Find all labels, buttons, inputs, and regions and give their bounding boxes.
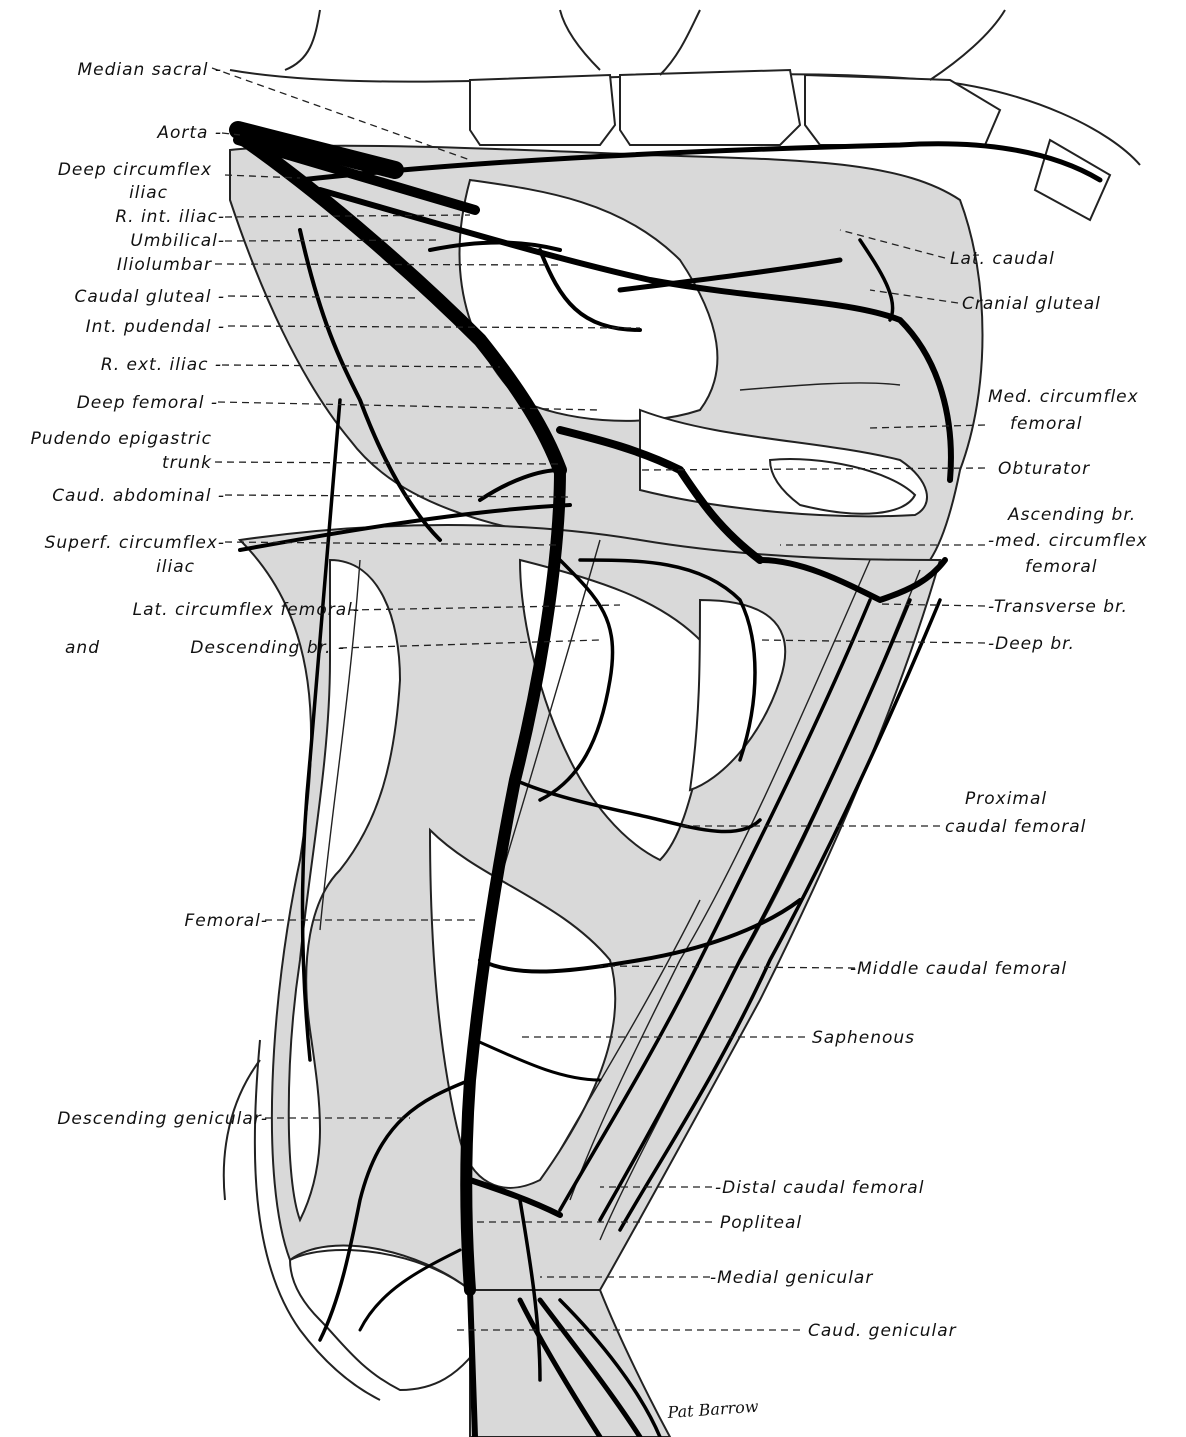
label-deep-br: -Deep br. bbox=[988, 634, 1075, 654]
label-ascending-br-3: femoral bbox=[1025, 557, 1098, 577]
label-caudal-gluteal: Caudal gluteal - bbox=[75, 287, 226, 307]
label-pudendoepigastric: Pudendo epigastric bbox=[31, 429, 212, 449]
label-ascending-br: Ascending br. bbox=[1007, 505, 1136, 525]
label-cranial-gluteal: Cranial gluteal bbox=[962, 294, 1101, 314]
label-descending-br: Descending br. - bbox=[190, 638, 345, 658]
label-med-circumflex-femoral-2: femoral bbox=[1010, 414, 1083, 434]
label-distal-caudal-femoral: -Distal caudal femoral bbox=[715, 1178, 924, 1198]
label-middle-caudal-femoral: -Middle caudal femoral bbox=[850, 959, 1067, 979]
artist-signature: Pat Barrow bbox=[666, 1397, 759, 1422]
label-and: and bbox=[65, 638, 100, 658]
label-obturator: Obturator bbox=[998, 459, 1090, 479]
label-int-pudendal: Int. pudendal - bbox=[86, 317, 225, 337]
label-aorta: Aorta - bbox=[156, 123, 222, 143]
label-deep-circumflex-iliac-2: iliac bbox=[129, 183, 168, 203]
label-popliteal: Popliteal bbox=[720, 1213, 802, 1233]
label-caud-genicular: Caud. genicular bbox=[808, 1321, 957, 1341]
label-proximal-caudal-femoral-2: caudal femoral bbox=[945, 817, 1086, 837]
label-median-sacral: Median sacral - bbox=[77, 60, 222, 80]
label-medial-genicular: -Medial genicular bbox=[710, 1268, 873, 1288]
label-pudendoepigastric-2: trunk bbox=[162, 453, 212, 473]
label-superf-circumflex: Superf. circumflex- bbox=[45, 533, 225, 553]
label-saphenous: Saphenous bbox=[812, 1028, 915, 1048]
label-deep-circumflex-iliac: Deep circumflex bbox=[58, 160, 212, 180]
label-ascending-br-2: -med. circumflex bbox=[988, 531, 1148, 551]
label-r-ext-iliac: R. ext. iliac - bbox=[101, 355, 222, 375]
label-caud-abdominal: Caud. abdominal - bbox=[52, 486, 225, 506]
thigh-muscles bbox=[240, 525, 940, 1290]
label-lat-caudal: Lat. caudal bbox=[950, 249, 1055, 269]
label-proximal-caudal-femoral: Proximal bbox=[965, 789, 1047, 809]
label-transverse-br: -Transverse br. bbox=[988, 597, 1128, 617]
label-r-int-iliac: R. int. iliac- bbox=[115, 207, 225, 227]
label-descending-genicular: Descending genicular- bbox=[57, 1109, 268, 1129]
label-med-circumflex-femoral: Med. circumflex bbox=[988, 387, 1139, 407]
label-deep-femoral: Deep femoral - bbox=[77, 393, 218, 413]
label-superf-circumflex-2: iliac bbox=[156, 557, 195, 577]
label-iliolumbar: Iliolumbar bbox=[117, 255, 212, 275]
label-femoral: Femoral- bbox=[185, 911, 268, 931]
label-umbilical: Umbilical- bbox=[130, 231, 225, 251]
label-lat-circumflex-femoral: Lat. circumflex femoral- bbox=[133, 600, 360, 620]
